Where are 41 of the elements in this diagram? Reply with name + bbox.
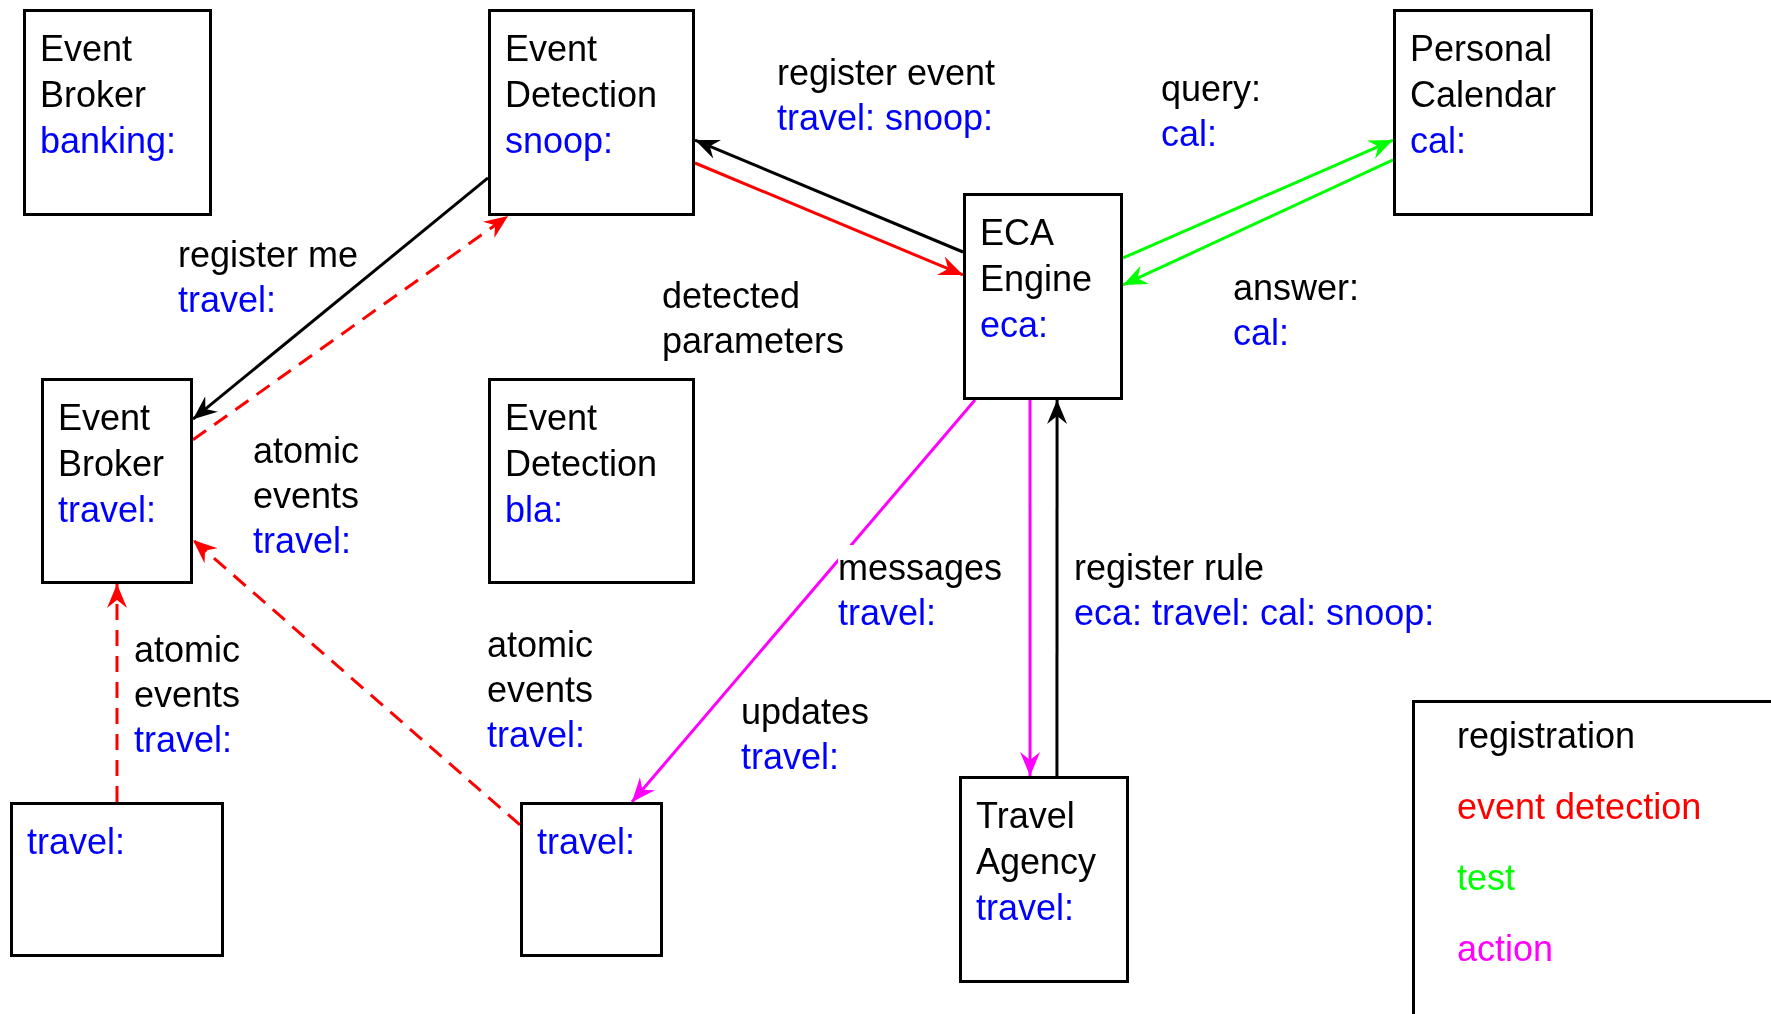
namespace-label: banking: xyxy=(40,119,178,163)
namespace-label: travel: xyxy=(976,886,1076,930)
node-title: Event Detection xyxy=(505,396,659,486)
process-box xyxy=(520,802,663,957)
legend-entry: event detection xyxy=(1457,785,1702,829)
namespace-label: cal: xyxy=(1410,119,1468,163)
arrow xyxy=(1122,158,1394,287)
node-title: Travel Agency xyxy=(976,794,1098,884)
process-box xyxy=(963,193,1123,400)
node-title: Event Broker xyxy=(40,27,148,117)
arrow xyxy=(1047,400,1068,776)
arrow xyxy=(694,161,964,277)
arrow xyxy=(1020,400,1041,776)
process-box xyxy=(41,378,193,584)
process-box xyxy=(959,776,1129,983)
arrow xyxy=(192,176,489,421)
arrow xyxy=(1122,138,1394,260)
process-box xyxy=(488,378,695,584)
process-box xyxy=(23,9,212,216)
arrow xyxy=(630,399,977,803)
arrow xyxy=(192,214,509,442)
process-box xyxy=(1393,9,1593,216)
legend-entry: action xyxy=(1457,927,1554,971)
node-title: ECA Engine xyxy=(980,211,1094,301)
legend-entry: test xyxy=(1457,856,1516,900)
edge-label: messages xyxy=(838,545,1003,590)
namespace-label: travel: xyxy=(58,488,158,532)
arrow xyxy=(192,538,521,827)
namespace-label: travel: xyxy=(537,820,637,864)
namespace-label: bla: xyxy=(505,488,565,532)
node-title: Event Broker xyxy=(58,396,166,486)
namespace-label: eca: xyxy=(980,303,1050,347)
process-box xyxy=(10,802,224,957)
process-box xyxy=(488,9,695,216)
legend-entry: registration xyxy=(1457,714,1636,758)
namespace-label: travel: xyxy=(27,820,127,864)
node-title: Event Detection xyxy=(505,27,659,117)
node-title: Personal Calendar xyxy=(1410,27,1558,117)
arrow xyxy=(107,584,127,802)
arrow xyxy=(694,138,964,254)
namespace-label: snoop: xyxy=(505,119,615,163)
